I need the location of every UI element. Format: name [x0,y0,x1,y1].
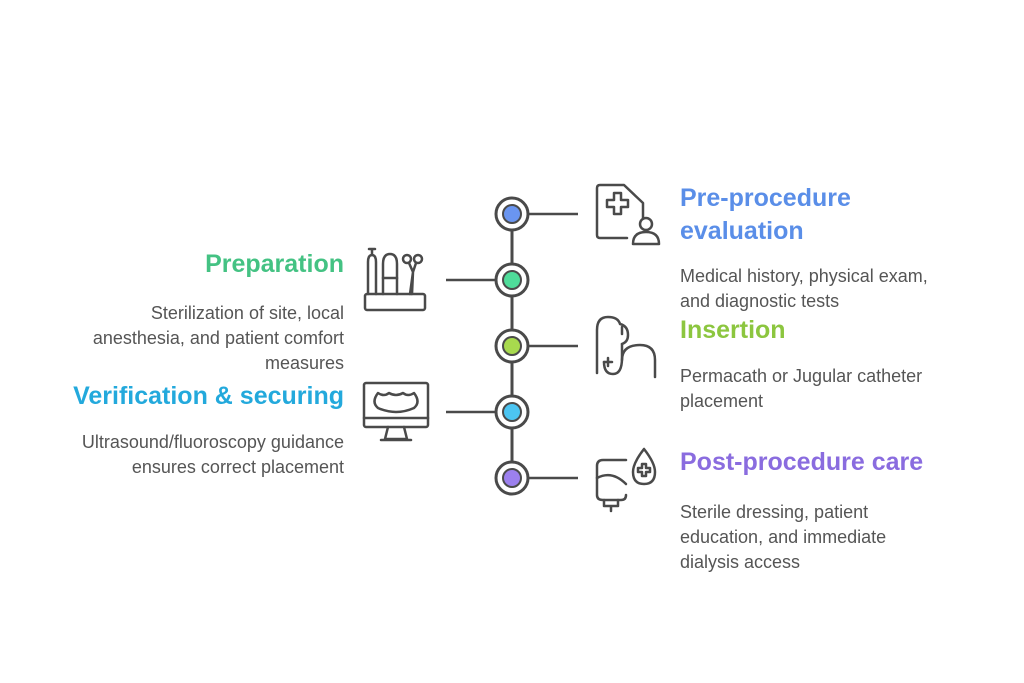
step-title-preparation: Preparation [205,250,344,278]
description-line: Ultrasound/fluoroscopy guidance [81,432,344,452]
description-line: anesthesia, and patient comfort [92,328,344,348]
step-description-preparation: Sterilization of site, local anesthesia,… [93,301,344,376]
step-title-verification-securing: Verification & securing [73,382,344,410]
description-line: Medical history, physical exam, [680,266,928,286]
description-line: Sterilization of site, local [150,303,344,323]
timeline-node-4 [494,394,530,430]
step-description-post-procedure-care: Sterile dressing, patient education, and… [680,500,886,575]
description-line: ensures correct placement [131,457,344,477]
timeline-node-1 [494,196,530,232]
step-title-pre-procedure-evaluation: Pre-procedure evaluation [680,182,851,248]
description-line: Sterile dressing, patient [680,502,869,522]
description-line: placement [680,391,764,411]
step-title-insertion: Insertion [680,316,786,344]
step-title-line: evaluation [680,217,804,245]
step-description-verification-securing: Ultrasound/fluoroscopy guidance ensures … [82,430,344,480]
timeline-node-3 [494,328,530,364]
ultrasound-monitor-icon [362,381,430,442]
description-line: measures [264,353,344,373]
iv-bag-blood-drop-icon [595,447,657,513]
timeline-node-5 [494,460,530,496]
catheter-insertion-icon [595,315,657,379]
step-description-pre-procedure-evaluation: Medical history, physical exam, and diag… [680,264,928,314]
description-line: education, and immediate [680,527,887,547]
step-description-insertion: Permacath or Jugular catheter placement [680,364,922,414]
step-title-post-procedure-care: Post-procedure care [680,448,924,476]
surgical-tools-holder-icon [363,247,427,312]
medical-record-patient-icon [595,183,661,246]
timeline-node-2 [494,262,530,298]
description-line: Permacath or Jugular catheter [680,366,923,386]
description-line: dialysis access [680,552,801,572]
description-line: and diagnostic tests [680,291,840,311]
step-title-line: Pre-procedure [680,184,851,212]
